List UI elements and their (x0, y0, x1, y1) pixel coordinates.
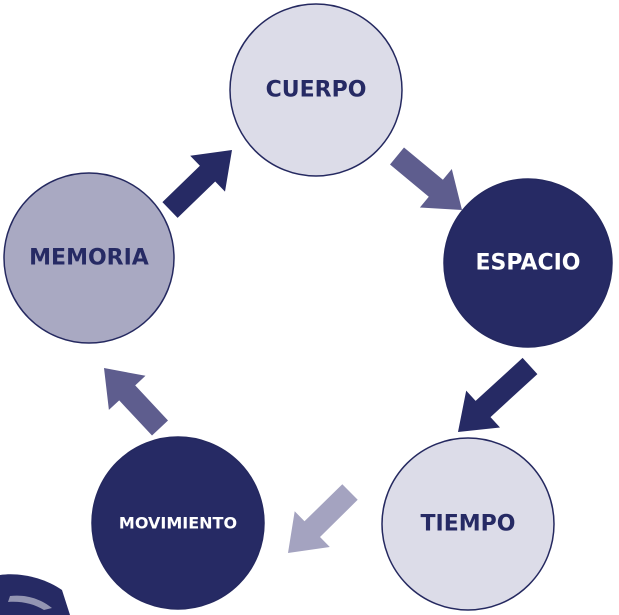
node-memoria: MEMORIA (3, 172, 175, 344)
nodes-layer: CUERPO ESPACIO TIEMPO MOVIMIENTO MEMORIA (3, 3, 613, 611)
node-cuerpo: CUERPO (229, 3, 403, 177)
arrow-memoria-cuerpo (162, 150, 232, 218)
node-espacio: ESPACIO (443, 178, 613, 348)
node-label-tiempo: TIEMPO (421, 512, 516, 537)
arrow-espacio-tiempo (458, 357, 538, 432)
node-circle-movimiento (91, 436, 265, 610)
node-circle-espacio (443, 178, 613, 348)
arrow-tiempo-movimiento (288, 484, 358, 553)
arrow-movimiento-memoria (104, 368, 168, 436)
arrows-layer (104, 147, 538, 553)
node-label-movimiento: MOVIMIENTO (119, 514, 237, 533)
node-movimiento: MOVIMIENTO (91, 436, 265, 610)
node-label-cuerpo: CUERPO (266, 78, 367, 103)
node-label-memoria: MEMORIA (29, 246, 149, 271)
node-label-espacio: ESPACIO (475, 251, 580, 276)
arrow-cuerpo-espacio (390, 147, 462, 210)
node-tiempo: TIEMPO (381, 437, 555, 611)
node-circle-memoria (3, 172, 175, 344)
node-circle-tiempo (381, 437, 555, 611)
brush-stroke-shape (0, 574, 70, 615)
brush-stroke-highlight (8, 595, 52, 610)
node-circle-cuerpo (229, 3, 403, 177)
brush-stroke-decoration (0, 574, 70, 615)
